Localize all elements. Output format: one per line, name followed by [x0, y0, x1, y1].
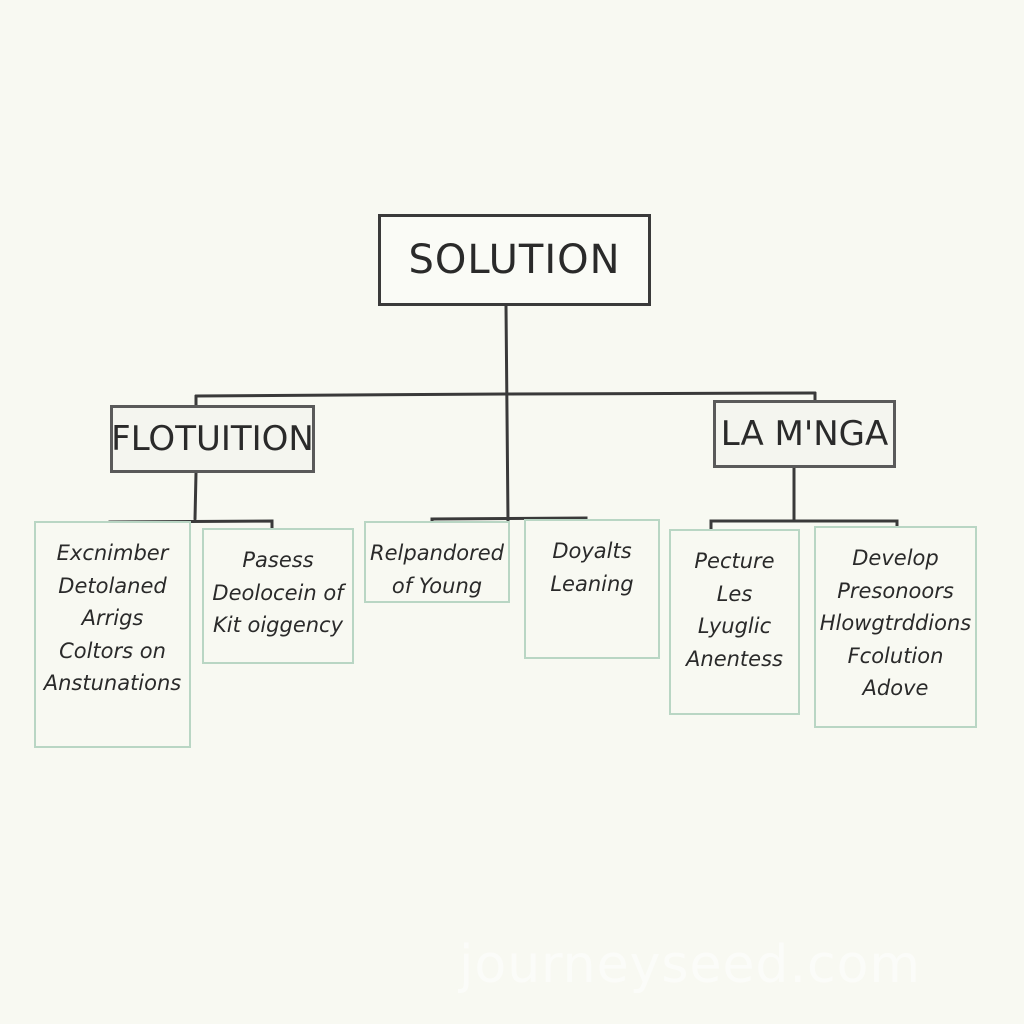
leaf-line: Detolaned [58, 573, 167, 598]
leaf-line: Develop [852, 546, 939, 570]
leaf-node: Pasess Deolocein of Kit oiggency [202, 528, 354, 664]
leaf-node: Doyalts Leaning [524, 519, 660, 659]
leaf-line: Presonoors [837, 578, 954, 603]
leaf-line: Anstunations [43, 671, 182, 696]
root-node-label: SOLUTION [408, 237, 621, 283]
branch-node-label: LA M'NGA [720, 414, 889, 454]
leaf-line: Deolocein of [212, 580, 344, 605]
root-node: SOLUTION [378, 214, 651, 306]
leaf-node: Pecture Les Lyuglic Anentess [669, 529, 800, 715]
leaf-line: Les [716, 581, 753, 606]
leaf-line: Doyalts [552, 539, 632, 563]
watermark-text: journeyseed.com [458, 935, 922, 995]
branch-node-label: FLOTUITION [111, 419, 314, 459]
leaf-line: Adove [862, 676, 929, 701]
leaf-node: Develop Presonoors Hlowgtrddions Fcoluti… [814, 526, 977, 728]
leaf-line: Pecture [694, 549, 775, 573]
connector-left-stem [193, 471, 198, 521]
leaf-line: Coltors on [59, 638, 166, 663]
connector-root-trunk [504, 304, 510, 523]
leaf-line: Fcolution [847, 643, 944, 668]
leaf-line: Kit oiggency [212, 613, 344, 638]
leaf-line: Relpandored [370, 541, 504, 565]
leaf-line: Hlowgtrddions [819, 611, 972, 636]
leaf-line: Pasess [242, 548, 314, 572]
leaf-line: Lyuglic [697, 614, 772, 639]
branch-node-right: LA M'NGA [713, 400, 896, 468]
leaf-line: Leaning [550, 571, 634, 596]
leaf-node: Excnimber Detolaned Arrigs Coltors on An… [34, 521, 191, 748]
connector-main-bar [194, 391, 817, 398]
leaf-line: Arrigs [81, 606, 144, 631]
leaf-node: Relpandored of Young [364, 521, 510, 603]
branch-node-left: FLOTUITION [110, 405, 315, 473]
leaf-line: Anentess [686, 646, 783, 671]
leaf-line: of Young [391, 573, 483, 598]
leaf-line: Excnimber [56, 541, 169, 565]
